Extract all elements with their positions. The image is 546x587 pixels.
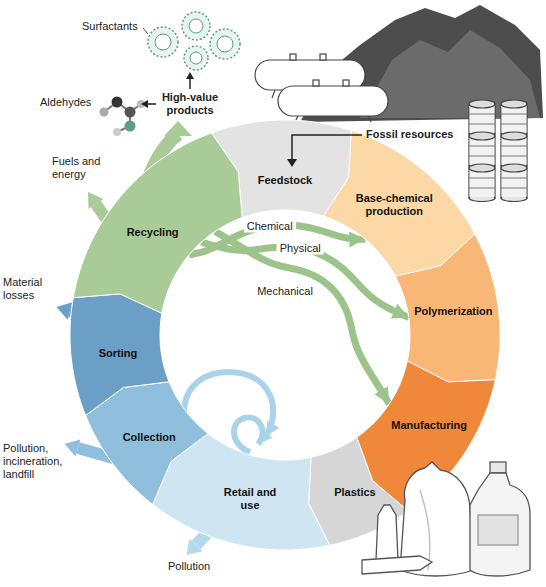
segment-label: Collection (119, 431, 179, 444)
flow-label: Fuels and energy (52, 155, 108, 181)
surfactant-micelles (148, 12, 240, 70)
flow-label: Surfactants (82, 20, 144, 33)
flow-label: High-value products (157, 91, 223, 117)
plastic-products (362, 462, 530, 576)
storage-tanks (255, 54, 388, 122)
fossil-arrow (287, 135, 362, 167)
sorting-segment: Sorting (70, 293, 170, 416)
segment-label: Plastics (330, 486, 380, 499)
flow-label: Pollution (168, 560, 228, 573)
segment-label: Polymerization (411, 305, 495, 318)
edge-label: Chemical (244, 220, 296, 233)
segment-label: Feedstock (250, 174, 320, 187)
segment-label: Sorting (93, 346, 143, 359)
polymerization-segment: Polymerization (395, 234, 500, 382)
leader-line (143, 28, 148, 34)
segment-label: Recycling (118, 225, 188, 238)
aldehyde-molecule (100, 97, 146, 137)
flow-label: Material losses (3, 276, 53, 302)
flow-label: Pollution, incineration, landfill (3, 442, 75, 481)
segment-label: Retail and use (222, 486, 278, 512)
flow-label: Fossil resources (366, 128, 466, 141)
oil-barrels (469, 100, 527, 202)
flow-label: Aldehydes (40, 96, 98, 109)
recycling-arrow (201, 242, 408, 318)
segment-label: Base-chemical production (352, 192, 436, 218)
edge-label: Physical (277, 242, 324, 255)
recycling-arrow (215, 231, 389, 404)
edge-label: Mechanical (254, 285, 316, 298)
segment-label: Manufacturing (387, 419, 471, 432)
